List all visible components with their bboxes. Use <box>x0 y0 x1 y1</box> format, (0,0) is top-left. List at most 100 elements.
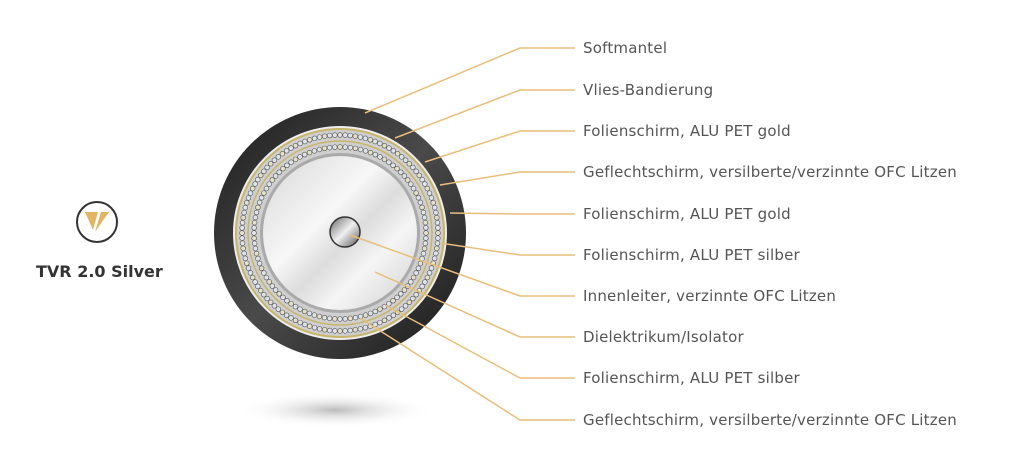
braid-strand <box>307 323 313 329</box>
layer-label: Folienschirm, ALU PET silber <box>583 246 800 264</box>
braid-strand <box>406 299 412 305</box>
braid-strand <box>263 274 270 281</box>
braid-strand <box>302 151 308 158</box>
leader-line <box>359 317 575 421</box>
braid-strand <box>347 144 354 151</box>
braid-strand <box>423 230 429 236</box>
braid-strand <box>266 279 272 285</box>
braid-strand <box>311 135 318 142</box>
braid-strand <box>280 165 286 172</box>
inner-braid <box>251 144 429 322</box>
braid-strand <box>419 283 425 290</box>
braid-strand <box>352 133 359 139</box>
braid-strand <box>311 312 318 318</box>
braid-strand <box>241 209 247 216</box>
leader-line <box>394 89 575 139</box>
braid-strand <box>386 159 392 165</box>
braid-strand <box>288 301 294 307</box>
braid-strand <box>321 145 328 152</box>
braid-strand <box>377 319 383 326</box>
braid-strand <box>415 265 422 271</box>
braid-strand <box>435 235 441 241</box>
braid-strand <box>410 185 417 192</box>
braid-strand <box>251 240 258 247</box>
braid-strand <box>337 144 343 150</box>
braid-strand <box>255 283 261 290</box>
braid-strand <box>275 154 282 160</box>
braid-strand <box>268 161 274 167</box>
braid-strand <box>422 240 429 247</box>
braid-strand <box>279 151 286 157</box>
layer-label: Dielektrikum/Isolator <box>583 328 744 346</box>
braid-strand <box>247 190 254 196</box>
braid-strand <box>280 294 286 301</box>
braid-strand <box>381 317 388 324</box>
braid-strand <box>261 190 267 196</box>
braid-strand <box>326 315 333 322</box>
braid-strand <box>239 240 246 246</box>
braid-strand <box>386 315 392 321</box>
braid-strand <box>240 245 246 252</box>
braid-strand <box>292 317 299 324</box>
braid-strand <box>413 168 419 175</box>
braid-strand <box>263 185 270 192</box>
braid-strand <box>390 312 397 318</box>
braid-strand <box>342 328 348 334</box>
braid-strand <box>332 316 338 322</box>
leader-lines <box>349 47 575 421</box>
braid-strand <box>311 148 318 154</box>
braid-strand <box>272 287 279 293</box>
braid-strand <box>410 295 416 302</box>
braid-strand <box>332 144 338 150</box>
braid-strand <box>372 308 378 315</box>
leader-line <box>439 242 575 256</box>
braid-strand <box>342 132 348 138</box>
braid-strand <box>316 134 323 140</box>
braid-strand <box>416 172 422 179</box>
braid-strand <box>292 156 299 163</box>
braid-strand <box>421 214 428 221</box>
inner-conductor <box>329 216 361 248</box>
braid-strand <box>390 297 396 304</box>
braid-strand <box>386 301 392 307</box>
braid-strand <box>347 132 353 139</box>
braid-strand <box>423 235 429 241</box>
braid-strand <box>398 154 405 160</box>
braid-strand <box>410 274 417 281</box>
layer-label: Folienschirm, ALU PET gold <box>583 122 791 140</box>
braid-strand <box>253 250 260 257</box>
braid-strand <box>306 149 313 156</box>
braid-strand <box>401 173 408 179</box>
leader-line <box>439 171 575 186</box>
leader-line <box>449 212 575 215</box>
braid-strand <box>422 181 428 187</box>
braid-strand <box>352 314 359 321</box>
layer-label: Folienschirm, ALU PET silber <box>583 369 800 387</box>
leader-line <box>349 234 575 297</box>
braid-strand <box>337 132 343 138</box>
braid-strand <box>297 306 303 312</box>
braid-strand <box>306 310 313 317</box>
braid-strand <box>249 274 256 281</box>
braid-strand <box>245 265 252 271</box>
braid-strand <box>402 303 409 309</box>
braid-strand <box>242 255 249 262</box>
braid-strand <box>408 181 414 187</box>
braid-strand <box>251 230 257 236</box>
braid-strand <box>367 149 374 156</box>
braid-strand <box>288 159 294 165</box>
braid-strand <box>253 209 260 216</box>
layer-label: Geflechtschirm, versilberte/verzinnte OF… <box>583 411 957 429</box>
braid-strand <box>251 219 258 226</box>
braid-strand <box>422 219 429 226</box>
braid-strand <box>279 309 286 315</box>
braid-strand <box>258 195 265 201</box>
braid-strand <box>428 265 435 271</box>
cable <box>214 107 466 359</box>
braid-strand <box>377 140 383 147</box>
braid-strand <box>239 235 245 241</box>
braid-strand <box>271 157 278 163</box>
braid-strand <box>352 327 359 333</box>
braid-strand <box>321 327 328 333</box>
braid-strand <box>292 142 299 149</box>
